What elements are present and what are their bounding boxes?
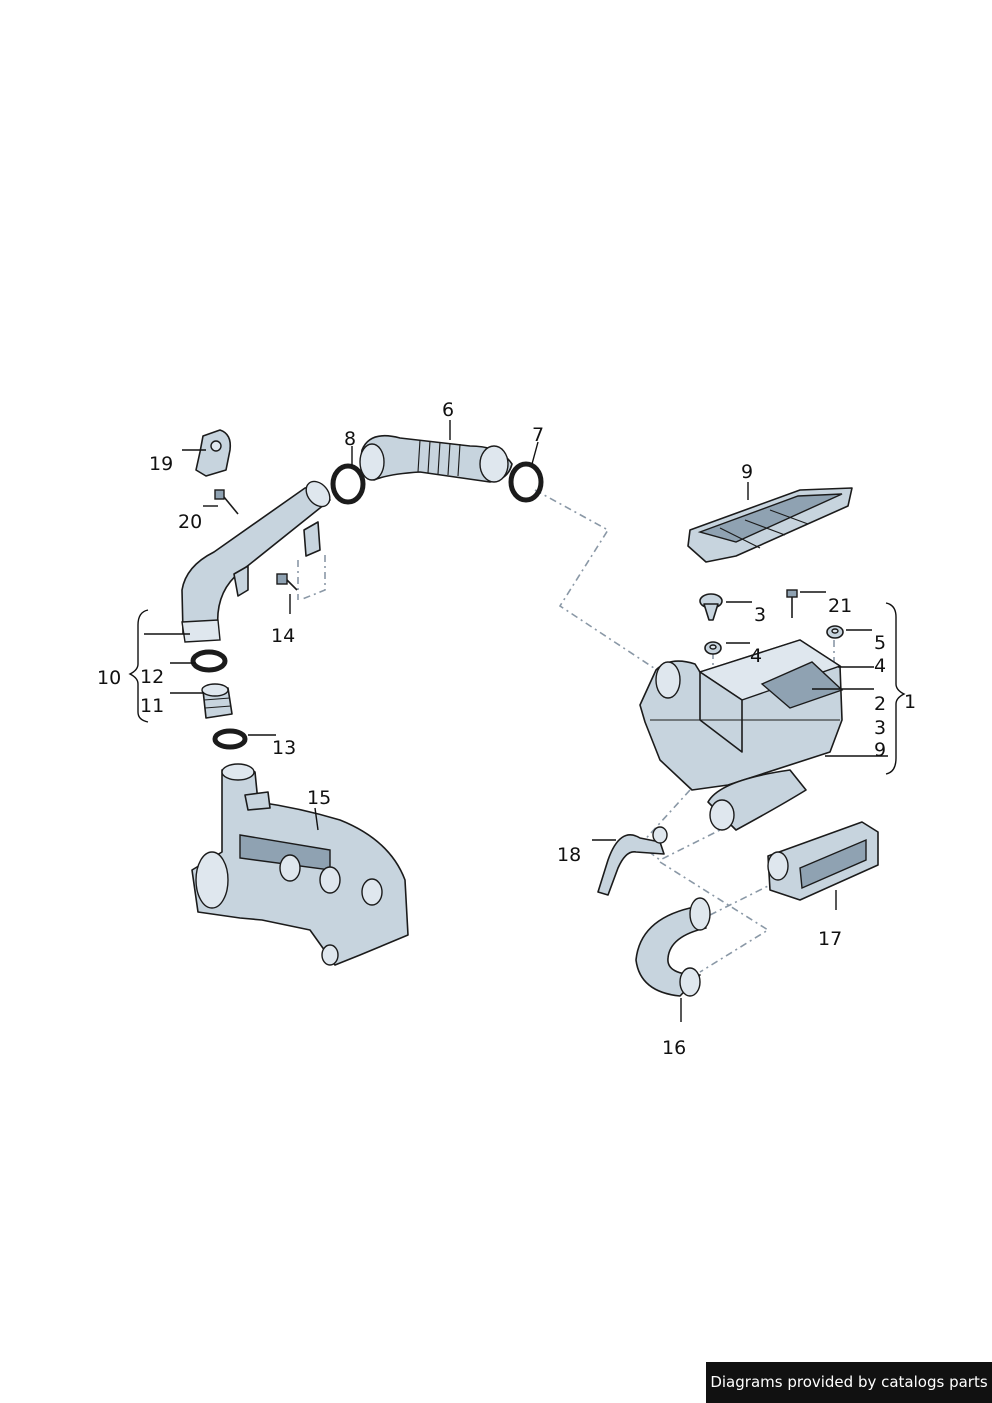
footer-credit-badge: Diagrams provided by catalogs parts — [706, 1362, 992, 1403]
callout-7: 7 — [532, 424, 544, 446]
callout-3-lower: 3 — [874, 717, 886, 739]
part-9-filter-element — [687, 487, 853, 563]
part-19-bracket — [195, 429, 232, 477]
callout-4-left: 4 — [750, 645, 762, 667]
part-11-coupling — [201, 683, 233, 719]
brace-group-1 — [885, 602, 906, 775]
callout-20: 20 — [178, 511, 202, 533]
callout-3-upper: 3 — [754, 604, 766, 626]
part-21-bolt — [786, 589, 798, 618]
part-18-breather-pipe — [597, 826, 668, 896]
part-17-intake-duct — [767, 821, 879, 901]
part-14-bolt — [276, 573, 298, 591]
callout-2: 2 — [874, 693, 886, 715]
part-5-nut — [826, 625, 844, 639]
callout-19: 19 — [149, 453, 173, 475]
part-4-nut — [704, 641, 722, 655]
part-7-clamp — [508, 461, 544, 503]
callout-17: 17 — [818, 928, 842, 950]
callout-15: 15 — [307, 787, 331, 809]
callout-9-upper: 9 — [741, 461, 753, 483]
callout-18: 18 — [557, 844, 581, 866]
callout-14: 14 — [271, 625, 295, 647]
callout-13: 13 — [272, 737, 296, 759]
callout-4-right: 4 — [874, 655, 886, 677]
callout-11: 11 — [140, 695, 164, 717]
callout-labels: 1 2 3 3 4 4 5 6 7 8 9 9 10 11 12 13 14 1… — [97, 399, 916, 1059]
part-6-intake-hose — [359, 434, 513, 483]
part-10-charge-pipe — [181, 480, 331, 643]
callout-5: 5 — [874, 632, 886, 654]
callout-16: 16 — [662, 1037, 686, 1059]
callout-10: 10 — [97, 667, 121, 689]
part-8-clamp — [330, 463, 366, 505]
callout-21: 21 — [828, 595, 852, 617]
part-1-air-filter-housing — [639, 639, 844, 831]
part-16-elbow-hose — [635, 897, 711, 997]
callout-8: 8 — [344, 428, 356, 450]
part-20-bolt — [214, 489, 239, 515]
leader-lines — [144, 420, 888, 1022]
part-12-clamp — [190, 649, 228, 673]
brace-group-10 — [128, 609, 149, 723]
callout-12: 12 — [140, 666, 164, 688]
callout-1: 1 — [904, 691, 916, 713]
part-15-turbocharger-manifold — [191, 763, 409, 966]
part-13-clamp — [212, 728, 248, 750]
part-3-grommet — [699, 593, 723, 621]
callout-9-lower: 9 — [874, 739, 886, 761]
callout-6: 6 — [442, 399, 454, 421]
